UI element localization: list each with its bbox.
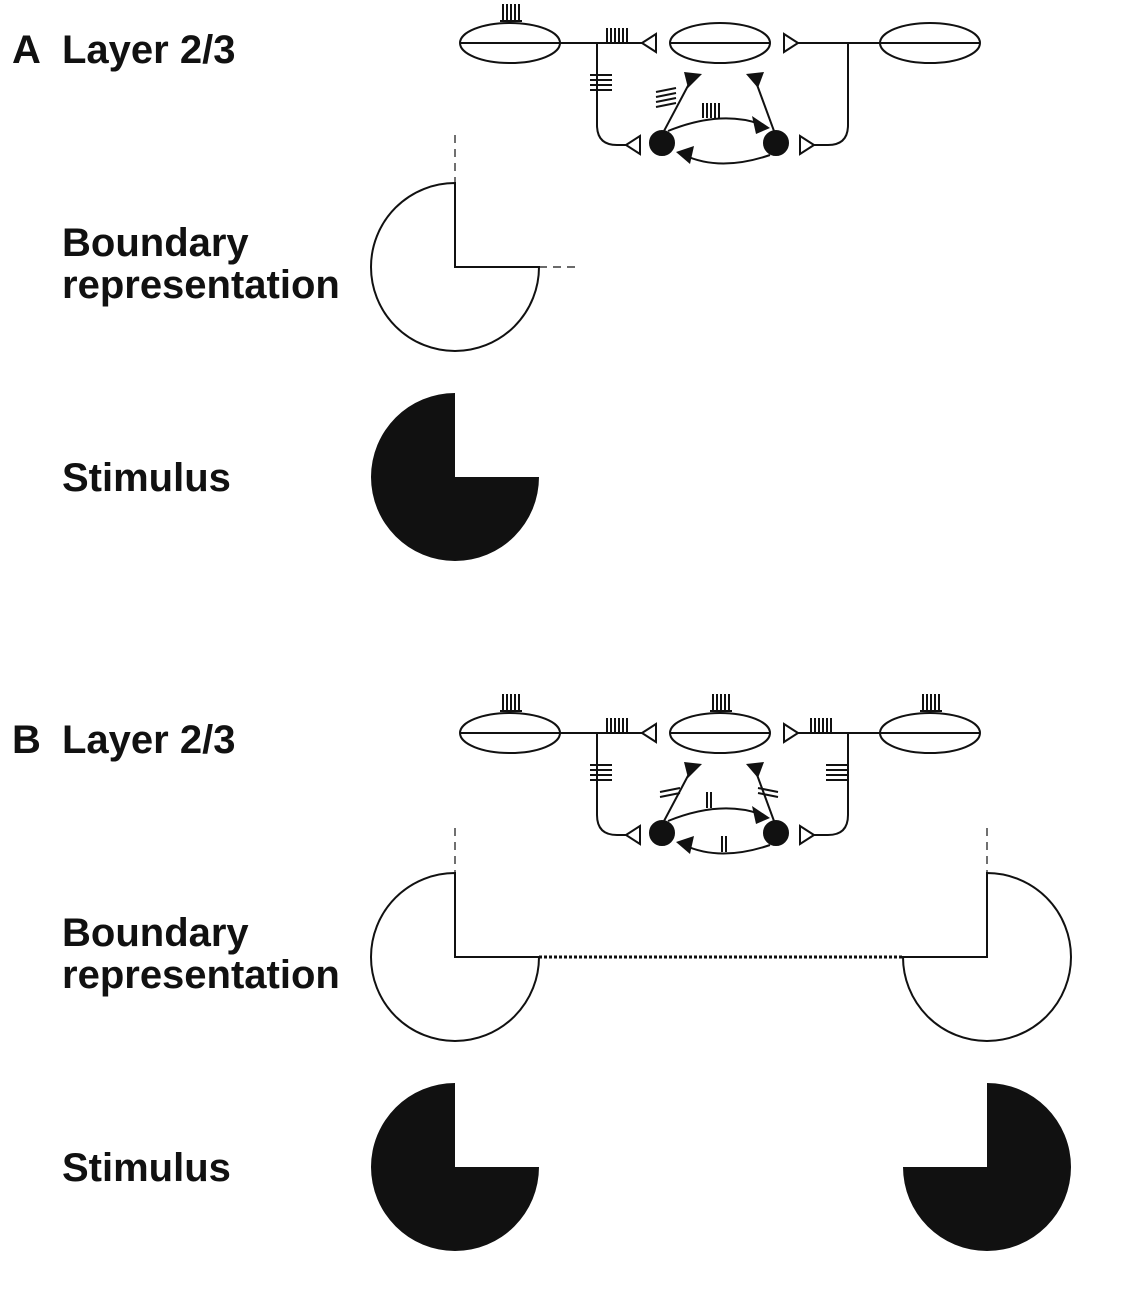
panel-b-boundary-line2: representation [62, 953, 340, 997]
pyramidal-cell-center [669, 22, 771, 64]
panel-a-boundary-label: Boundary representation [62, 222, 340, 306]
interneuron-left [649, 130, 675, 156]
panel-b-stimulus-inducer-left [371, 1083, 539, 1251]
activity-ticks-axon-left [606, 718, 628, 733]
pyramidal-cell-right [879, 22, 981, 64]
activity-ticks-center-cell [710, 694, 732, 712]
excitatory-synapse-right-to-center [783, 722, 800, 744]
panel-b-letter: B [12, 718, 41, 762]
panel-b-boundary-label: Boundary representation [62, 912, 340, 996]
inhibitory-terminal-on-left [676, 146, 694, 164]
inhibition-left-to-right [667, 117, 761, 132]
activity-ticks-collateral-left [590, 74, 612, 91]
boundary-inducer-left-outline [370, 871, 541, 1042]
inhibitory-terminal-on-right [752, 116, 770, 134]
panel-b-circuit [459, 694, 981, 855]
panel-a-letter: A [12, 28, 41, 72]
panel-a-stimulus-label: Stimulus [62, 456, 231, 500]
inhibition-right-to-left [683, 154, 771, 165]
activity-ticks-left-cell [500, 694, 522, 712]
interneuron-left-projection [663, 81, 691, 132]
excitatory-synapse-left-to-center [640, 722, 657, 744]
panel-a-boundary-line2: representation [62, 263, 340, 307]
interneuron-right [763, 820, 789, 846]
excitatory-synapse-on-interneuron-right [799, 134, 816, 156]
activity-ticks-interneuron-link-bottom [721, 836, 727, 852]
pyramidal-cell-center [669, 712, 771, 754]
interneuron-right-projection [755, 771, 775, 822]
interneuron-left [649, 820, 675, 846]
inhibitory-terminal-left-projection [684, 72, 702, 88]
excitatory-synapse-right-to-center [783, 32, 800, 54]
activity-ticks-left-projection [655, 87, 677, 108]
collateral-left [596, 733, 626, 836]
panel-b-stimulus-inducer-right [903, 1083, 1071, 1251]
excitatory-synapse-on-interneuron-right [799, 824, 816, 846]
collateral-right [814, 733, 849, 836]
inhibitory-terminal-on-left [676, 836, 694, 854]
inhibitory-terminal-left-projection [684, 762, 702, 778]
activity-ticks-right-projection [757, 787, 779, 798]
activity-ticks-right-cell [920, 694, 942, 712]
inhibitory-terminal-on-right [752, 806, 770, 824]
panel-b-boundary-shape [370, 828, 1072, 1042]
panel-b-boundary-line1: Boundary [62, 911, 249, 955]
activity-ticks-axon-right [810, 718, 832, 733]
boundary-inducer-outline [370, 181, 541, 352]
inhibitory-terminal-right-projection [746, 72, 764, 88]
panel-a-boundary-shape [370, 135, 580, 352]
pyramidal-cell-left [459, 22, 561, 64]
panel-b-stimulus-label: Stimulus [62, 1146, 231, 1190]
activity-ticks-collateral-left [590, 764, 612, 781]
inhibition-left-to-right [667, 807, 761, 822]
panel-a-layer-label: Layer 2/3 [62, 28, 236, 72]
inhibition-right-to-left [683, 844, 771, 855]
activity-ticks-left-projection [659, 787, 681, 798]
activity-ticks-left-cell [500, 4, 522, 22]
interneuron-left-projection [663, 771, 691, 822]
panel-b-layer-label: Layer 2/3 [62, 718, 236, 762]
activity-ticks-axon-left [606, 28, 628, 43]
interneuron-right [763, 130, 789, 156]
panel-a-stimulus-inducer [371, 393, 539, 561]
excitatory-synapse-on-interneuron-left [624, 824, 641, 846]
boundary-inducer-right-outline [901, 871, 1072, 1042]
inhibitory-terminal-right-projection [746, 762, 764, 778]
pyramidal-cell-left [459, 712, 561, 754]
panel-a-circuit [459, 4, 981, 165]
collateral-right [814, 43, 849, 146]
interneuron-right-projection [755, 81, 775, 132]
panel-a-boundary-line1: Boundary [62, 221, 249, 265]
excitatory-synapse-left-to-center [640, 32, 657, 54]
activity-ticks-interneuron-link-top [706, 792, 712, 808]
activity-ticks-interneuron-link [702, 103, 720, 118]
collateral-left [596, 43, 626, 146]
pyramidal-cell-right [879, 712, 981, 754]
excitatory-synapse-on-interneuron-left [624, 134, 641, 156]
activity-ticks-collateral-right [826, 764, 848, 781]
